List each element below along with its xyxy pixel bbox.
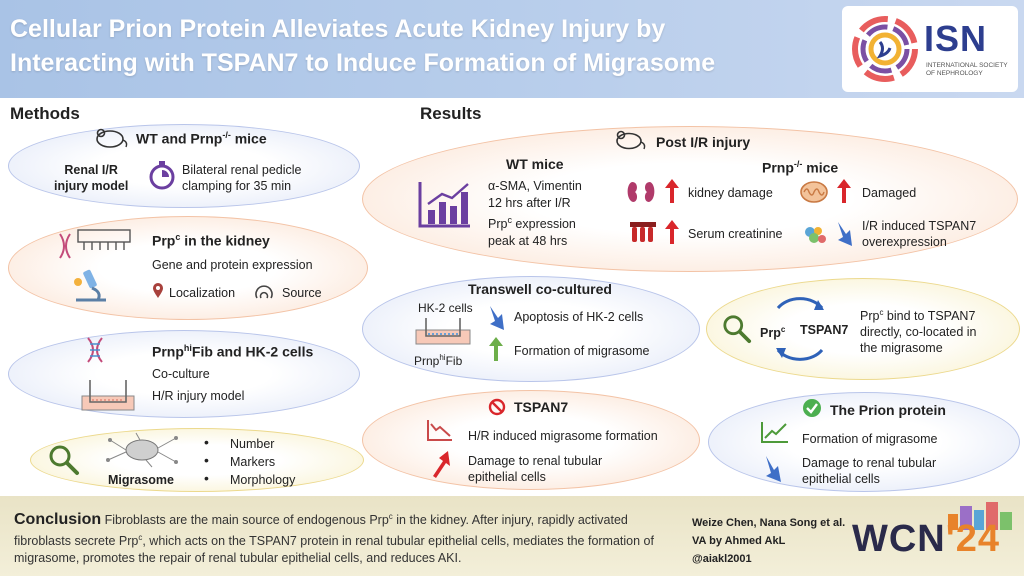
ban-icon — [488, 398, 506, 416]
source-icon — [255, 285, 273, 299]
prion-formation-text: Formation of migrasome — [802, 432, 938, 446]
logo-sub-1: INTERNATIONAL SOCIETY — [926, 62, 1008, 69]
arrow-down-icon — [766, 456, 781, 482]
damaged-text: Damaged — [862, 186, 917, 200]
bullet-dot: • — [204, 452, 209, 468]
mice-title: WT and Prnp-/- mice — [136, 130, 267, 147]
conclusion-label: Conclusion — [14, 511, 102, 529]
post-ir-panel — [362, 126, 1018, 272]
logo-text: ISN — [924, 18, 988, 59]
arrow-up-icon — [665, 179, 679, 203]
isn-globe-icon — [852, 16, 918, 82]
arrow-down-icon — [838, 222, 852, 246]
conclusion-text: Conclusion Fibroblasts are the main sour… — [14, 511, 654, 566]
apoptosis-text: Apoptosis of HK-2 cells — [514, 310, 644, 324]
line-down-icon — [427, 420, 452, 441]
credits: Weize Chen, Nana Song et al. VA by Ahmed… — [692, 514, 845, 568]
wt-mice-details: α-SMA, Vimentin 12 hrs after I/R Prpc ex… — [488, 179, 582, 249]
kidney-source: Source — [282, 286, 322, 300]
magnifier-icon — [49, 445, 79, 475]
transwell-title: Transwell co-cultured — [468, 281, 612, 297]
prpc-label: Prpc — [760, 325, 786, 341]
bar-growth-icon — [418, 182, 470, 228]
kidney-title: Prpc in the kidney — [152, 232, 270, 249]
arrow-up-icon — [489, 337, 503, 361]
binding-text: Prpc bind to TSPAN7 directly, co-located… — [860, 308, 977, 356]
prion-title: The Prion protein — [830, 402, 946, 418]
methods-mice-panel — [8, 124, 360, 208]
va-credit: VA by Ahmed AkL — [692, 535, 786, 547]
mouse-icon — [616, 130, 646, 150]
serum-creatinine-text: Serum creatinine — [688, 227, 783, 241]
protein-icon — [805, 227, 826, 243]
formation-text: Formation of migrasome — [514, 344, 650, 358]
results-heading: Results — [420, 104, 482, 123]
mitochondria-icon — [800, 181, 828, 203]
twitter-handle: @aiakl2001 — [692, 553, 752, 565]
tspan7-title: TSPAN7 — [514, 399, 569, 415]
magnifier-icon — [723, 315, 752, 344]
cells-hr-model: H/R injury model — [152, 389, 245, 403]
location-pin-icon — [153, 283, 163, 298]
migrasome-number: Number — [230, 437, 275, 451]
title-line-2: Interacting with TSPAN7 to Induce Format… — [10, 49, 716, 77]
tspan7-label: TSPAN7 — [800, 323, 849, 337]
title-line-1: Cellular Prion Protein Alleviates Acute … — [10, 15, 666, 43]
methods-heading: Methods — [10, 104, 80, 123]
arrow-up-icon — [433, 451, 450, 478]
prnp-fib-label: PrnphiFib — [414, 353, 463, 368]
wcn-logo: WCN'24 — [852, 518, 1001, 560]
tspan7-panel — [362, 390, 700, 490]
migrasome-label: Migrasome — [108, 473, 174, 487]
binding-panel — [706, 278, 1020, 380]
migrasome-markers: Markers — [230, 455, 276, 469]
transwell-insert-icon — [415, 318, 471, 345]
dna-icon — [87, 337, 103, 363]
arrow-down-icon — [490, 306, 504, 330]
prion-panel — [708, 392, 1020, 492]
cells-coculture: Co-culture — [152, 367, 210, 381]
transwell-dish-icon — [81, 380, 135, 411]
cells-title: PrnphiFib and HK-2 cells — [152, 343, 314, 360]
arrow-up-icon — [837, 179, 851, 203]
hk2-label: HK-2 cells — [418, 301, 473, 315]
bullet-dot: • — [204, 434, 209, 450]
tspan7-hr-text: H/R induced migrasome formation — [468, 429, 658, 443]
migrasome-cell-icon — [106, 432, 178, 468]
kidney-expression: Gene and protein expression — [152, 258, 313, 272]
city-skyline-icon — [948, 502, 1012, 530]
kidney-icon — [627, 182, 655, 202]
transwell-panel — [362, 276, 700, 382]
methods-migrasome-panel — [30, 428, 364, 492]
methods-cells-panel — [8, 330, 360, 418]
ko-mice-title: Prnp-/- mice — [762, 159, 839, 176]
isn-logo: ISN INTERNATIONAL SOCIETY OF NEPHROLOGY — [842, 6, 1018, 92]
check-icon — [803, 399, 821, 417]
kidney-localization: Localization — [169, 286, 236, 300]
conclusion-band — [0, 496, 1024, 576]
wt-mice-title: WT mice — [506, 156, 564, 172]
stopwatch-icon — [149, 161, 175, 190]
methods-kidney-panel — [8, 216, 368, 320]
authors: Weize Chen, Nana Song et al. — [692, 517, 846, 529]
microscope-icon — [74, 269, 106, 302]
page-title: Cellular Prion Protein Alleviates Acute … — [10, 12, 810, 80]
migrasome-morphology: Morphology — [230, 473, 296, 487]
logo-subtitle: INTERNATIONAL SOCIETY OF NEPHROLOGY — [926, 62, 1008, 78]
line-up-icon — [761, 422, 788, 443]
mouse-icon — [96, 128, 128, 148]
test-tubes-icon — [630, 222, 656, 242]
dna-plate-icon — [59, 229, 131, 259]
post-ir-title: Post I/R injury — [656, 134, 751, 150]
bullet-dot: • — [204, 470, 209, 486]
cycle-arrows-icon — [776, 297, 824, 361]
logo-sub-2: OF NEPHROLOGY — [926, 70, 983, 77]
arrow-up-icon — [665, 220, 679, 244]
kidney-damage-text: kidney damage — [688, 186, 773, 200]
